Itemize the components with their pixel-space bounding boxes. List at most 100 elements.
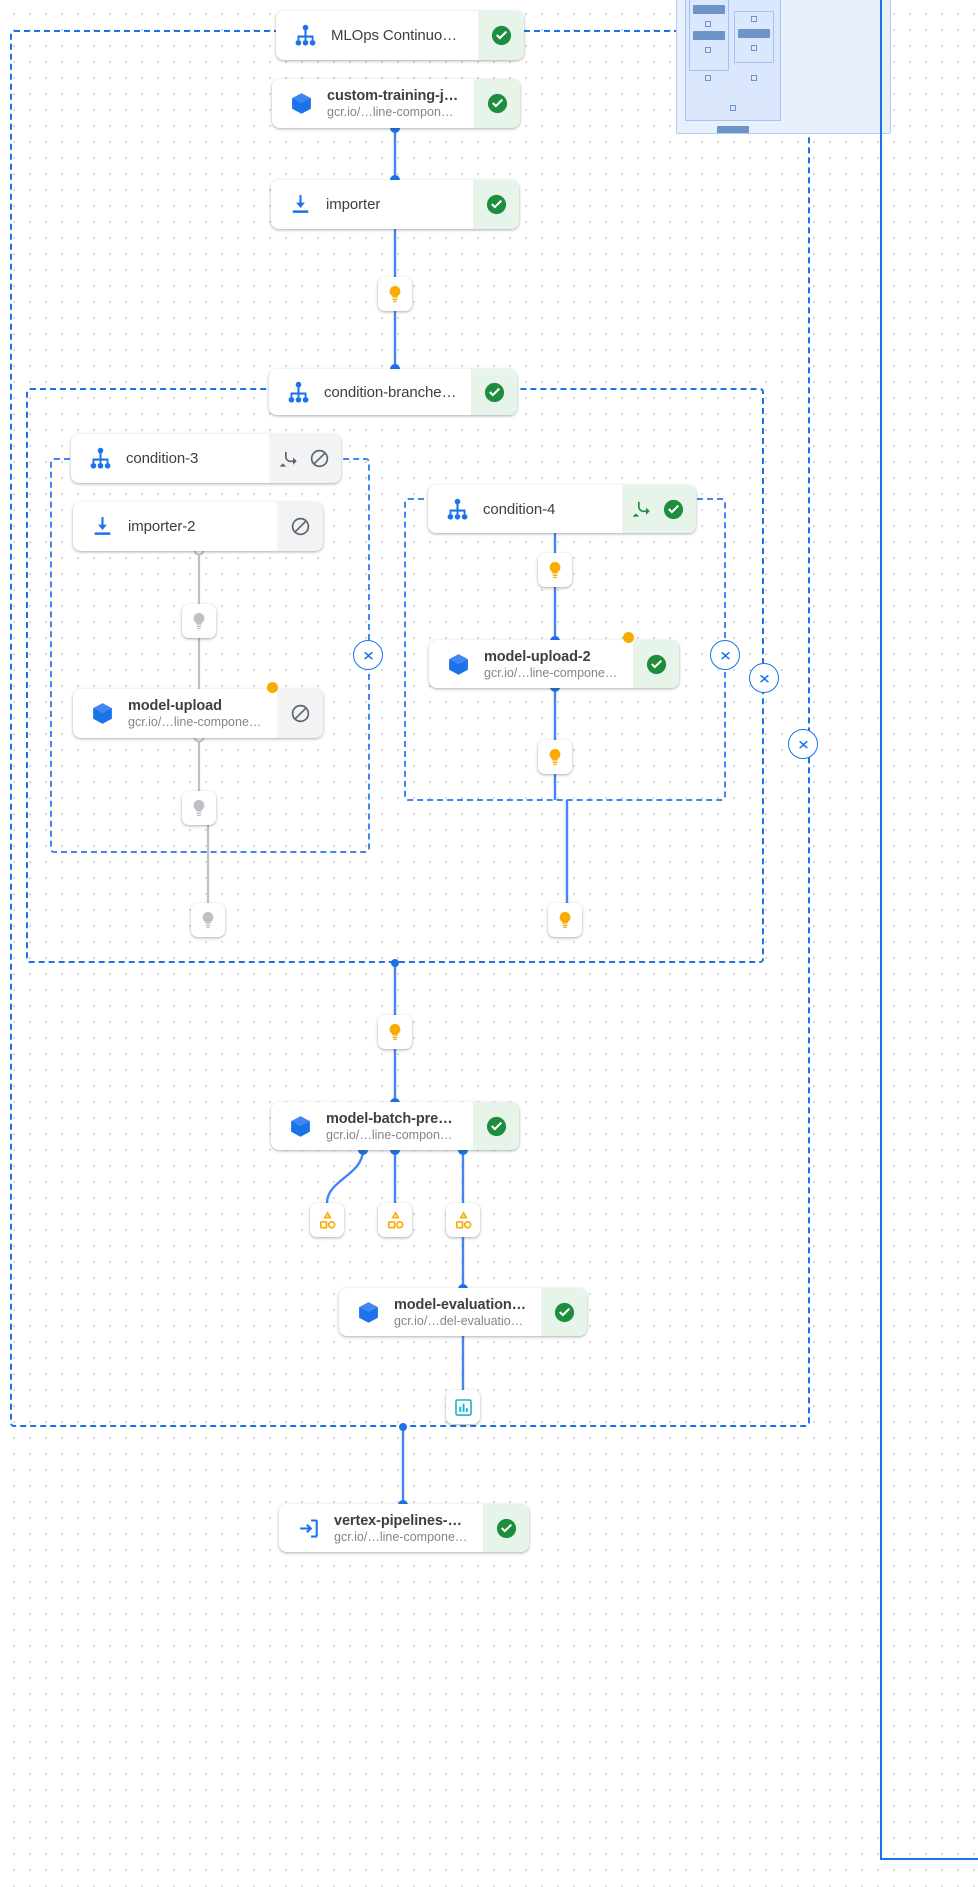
minimap-viewport-rect[interactable] xyxy=(880,0,978,1860)
lightbulb-icon xyxy=(549,561,561,579)
chip-artifact-after-model-upload[interactable] xyxy=(182,791,216,825)
node-mlops-continuous-training[interactable]: MLOps Continuous Traini… xyxy=(276,11,524,60)
status-badge-succeeded xyxy=(483,1504,529,1552)
chip-artifact-branches-output[interactable] xyxy=(378,1015,412,1049)
dataset-shapes-icon xyxy=(319,1210,335,1229)
chip-artifact-before-model-upload-2[interactable] xyxy=(538,553,572,587)
minimap-chip xyxy=(730,105,736,111)
chip-metrics-model-evaluation[interactable] xyxy=(446,1390,480,1424)
status-badge-succeeded xyxy=(473,1102,519,1150)
node-body[interactable]: condition-3 xyxy=(71,434,269,483)
node-condition-4[interactable]: condition-4 xyxy=(428,485,696,533)
node-subtitle: gcr.io/…line-components:2.6.0 xyxy=(128,715,263,729)
node-subtitle: gcr.io/…line-components:2.6.0 xyxy=(334,1529,469,1544)
collapse-root-pipeline-button[interactable] xyxy=(788,729,818,759)
node-importer-2[interactable]: importer-2 xyxy=(73,502,323,551)
check-circle-icon xyxy=(554,1302,574,1322)
node-title: condition-branches-2 xyxy=(324,383,457,401)
chip-artifact-after-model-upload-2[interactable] xyxy=(538,740,572,774)
node-labels: model-upload-2 gcr.io/…line-components:2… xyxy=(484,649,619,680)
chip-artifact-after-importer-2[interactable] xyxy=(182,604,216,638)
blocked-circle-slash-icon xyxy=(291,704,309,723)
chip-artifact-condition-4-output[interactable] xyxy=(548,903,582,937)
status-group[interactable] xyxy=(622,485,696,533)
lightbulb-icon xyxy=(389,1023,401,1041)
node-model-batch-predict[interactable]: model-batch-predict gcr.io/…line-compone… xyxy=(271,1102,519,1150)
node-vertex-pipelines-notification[interactable]: vertex-pipelines-notificat… gcr.io/…line… xyxy=(279,1504,529,1552)
minimap-chip xyxy=(705,47,711,53)
pipeline-dag-icon xyxy=(87,446,113,472)
node-title: MLOps Continuous Traini… xyxy=(331,27,464,44)
branch-condition-icon xyxy=(280,451,297,467)
node-body[interactable]: custom-training-job gcr.io/…line-compone… xyxy=(272,79,474,128)
blocked-circle-slash-icon xyxy=(291,517,309,536)
node-body[interactable]: vertex-pipelines-notificat… gcr.io/…line… xyxy=(279,1504,483,1552)
container-cube-icon xyxy=(288,91,314,117)
status-group[interactable] xyxy=(269,434,341,483)
node-model-upload[interactable]: model-upload gcr.io/…line-components:2.6… xyxy=(73,689,323,738)
blocked-circle-slash-icon xyxy=(310,449,329,468)
node-condition-3[interactable]: condition-3 xyxy=(71,434,341,483)
node-title: condition-3 xyxy=(126,450,199,467)
node-condition-branches-2[interactable]: condition-branches-2 xyxy=(269,369,517,415)
status-badge-succeeded xyxy=(541,1288,587,1336)
node-labels: custom-training-job gcr.io/…line-compone… xyxy=(327,88,460,119)
collapse-condition-3-button[interactable] xyxy=(353,640,383,670)
minimap-node xyxy=(693,31,725,40)
chip-dataset-batch-predict-1[interactable] xyxy=(310,1203,344,1237)
collapse-condition-4-button[interactable] xyxy=(710,640,740,670)
node-body[interactable]: condition-4 xyxy=(428,485,622,533)
node-body[interactable]: model-batch-predict gcr.io/…line-compone… xyxy=(271,1102,473,1150)
import-download-icon xyxy=(287,192,313,218)
node-subtitle: gcr.io/…del-evaluation:v0.9.3 xyxy=(394,1313,527,1328)
status-badge-succeeded xyxy=(474,79,520,128)
dataset-shapes-icon xyxy=(455,1210,471,1229)
node-labels: model-upload gcr.io/…line-components:2.6… xyxy=(128,698,263,729)
lightbulb-icon xyxy=(389,285,401,303)
pipeline-dag-icon xyxy=(285,379,311,405)
minimap-chip xyxy=(705,75,711,81)
lightbulb-icon xyxy=(559,911,571,929)
pipeline-dag-icon xyxy=(444,496,470,522)
node-body[interactable]: importer xyxy=(271,180,473,229)
node-body[interactable]: condition-branches-2 xyxy=(269,369,471,415)
chip-dataset-batch-predict-2[interactable] xyxy=(378,1203,412,1237)
status-badge-succeeded xyxy=(478,11,524,60)
chip-dataset-batch-predict-3[interactable] xyxy=(446,1203,480,1237)
minimap-panel[interactable] xyxy=(676,0,891,134)
check-circle-icon xyxy=(487,93,507,114)
node-model-evaluation-regression[interactable]: model-evaluation-regres… gcr.io/…del-eva… xyxy=(339,1288,587,1336)
chevron-collapse-icon xyxy=(363,651,373,660)
node-model-upload-2[interactable]: model-upload-2 gcr.io/…line-components:2… xyxy=(429,640,679,688)
node-body[interactable]: model-upload gcr.io/…line-components:2.6… xyxy=(73,689,277,738)
node-title: custom-training-job xyxy=(327,88,460,104)
node-labels: model-batch-predict gcr.io/…line-compone… xyxy=(326,1111,459,1142)
node-body[interactable]: model-upload-2 gcr.io/…line-components:2… xyxy=(429,640,633,688)
node-labels: condition-3 xyxy=(126,450,198,467)
chevron-collapse-icon xyxy=(759,674,769,683)
check-circle-icon xyxy=(486,194,506,215)
node-title: model-evaluation-regres… xyxy=(394,1296,527,1313)
container-cube-icon xyxy=(287,1113,313,1139)
collapse-condition-branches-2-button[interactable] xyxy=(749,663,779,693)
minimap-node xyxy=(738,29,770,38)
status-badge-succeeded xyxy=(473,180,519,229)
check-circle-icon xyxy=(491,25,511,46)
node-body[interactable]: importer-2 xyxy=(73,502,277,551)
node-title: model-upload-2 xyxy=(484,648,591,665)
node-body[interactable]: model-evaluation-regres… gcr.io/…del-eva… xyxy=(339,1288,541,1336)
node-title: vertex-pipelines-notificat… xyxy=(334,1512,469,1529)
check-circle-icon xyxy=(663,499,684,519)
check-circle-icon xyxy=(496,1518,516,1538)
chip-artifact-after-importer[interactable] xyxy=(378,277,412,311)
node-custom-training-job[interactable]: custom-training-job gcr.io/…line-compone… xyxy=(272,79,520,128)
dataset-shapes-icon xyxy=(387,1210,403,1229)
lightbulb-icon xyxy=(193,612,205,630)
chip-artifact-condition-3-output[interactable] xyxy=(191,903,225,937)
minimap-chip xyxy=(751,16,757,22)
node-labels: condition-branches-2 xyxy=(324,384,457,401)
node-body[interactable]: MLOps Continuous Traini… xyxy=(276,11,478,60)
container-cube-icon xyxy=(355,1299,381,1325)
node-importer[interactable]: importer xyxy=(271,180,519,229)
